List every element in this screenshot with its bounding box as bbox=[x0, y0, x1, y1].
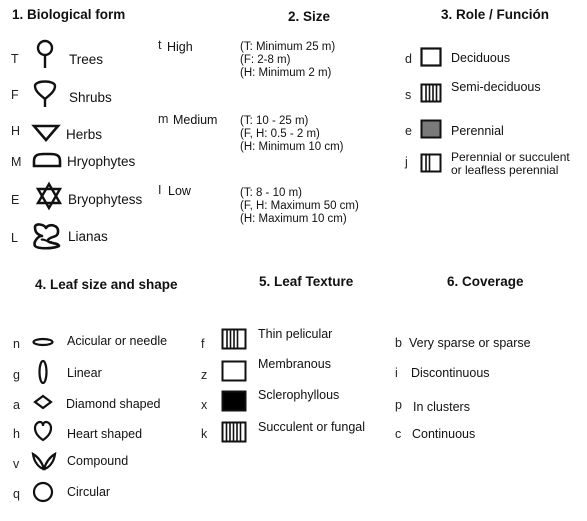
bio-form-title: 1. Biological form bbox=[12, 7, 126, 22]
size-code-medium: m bbox=[158, 112, 169, 126]
leaf-texture-label-succulent: Succulent or fungal bbox=[258, 420, 366, 434]
size-label-low: Low bbox=[168, 184, 191, 198]
bio-form-code-herbs: H bbox=[11, 124, 21, 138]
leaf-shape-label-circular: Circular bbox=[67, 485, 111, 499]
black-square-icon bbox=[221, 390, 247, 412]
leaf-shape-label-diamond: Diamond shaped bbox=[66, 397, 161, 411]
shrub-icon bbox=[33, 80, 57, 107]
leaf-shape-code-linear: g bbox=[13, 368, 20, 382]
size-note-high-2: (F: 2-8 m) bbox=[240, 54, 291, 66]
leaf-shape-label-heart: Heart shaped bbox=[67, 427, 143, 441]
size-note-low-1: (T: 8 - 10 m) bbox=[240, 187, 302, 199]
leaf-texture-title: 5. Leaf Texture bbox=[259, 274, 354, 289]
size-note-medium-3: (H: Minimum 10 cm) bbox=[240, 141, 344, 153]
role-code-deciduous: d bbox=[405, 52, 412, 66]
liana-icon bbox=[33, 223, 61, 250]
role-code-semideciduous: s bbox=[405, 88, 412, 102]
bio-form-code-shrubs: F bbox=[11, 88, 19, 102]
bio-form-code-trees: T bbox=[11, 52, 19, 66]
bio-form-code-lianas: L bbox=[11, 231, 18, 245]
leaf-texture-code-membranous: z bbox=[201, 368, 208, 382]
heart-leaf-icon bbox=[33, 420, 53, 442]
size-note-high-3: (H: Minimum 2 m) bbox=[240, 67, 332, 79]
bio-form-label-bryophytes: Bryophytess bbox=[68, 192, 143, 207]
gray-square-icon bbox=[420, 119, 442, 139]
coverage-code-continuous: c bbox=[395, 427, 402, 441]
role-label-semideciduous: Semi-deciduous bbox=[451, 80, 541, 94]
role-title: 3. Role / Función bbox=[441, 7, 550, 22]
role-label-succulent: Perennial or succulent bbox=[451, 150, 570, 164]
dense-striped-square-icon bbox=[221, 421, 247, 443]
size-note-low-3: (H: Maximum 10 cm) bbox=[240, 213, 347, 225]
leaf-texture-code-pelicular: f bbox=[201, 337, 205, 351]
linear-leaf-icon bbox=[38, 359, 48, 385]
size-code-low: I bbox=[158, 183, 162, 197]
bryophyte-star-icon bbox=[35, 181, 63, 211]
leaf-texture-code-sclerophyllous: x bbox=[201, 398, 208, 412]
compound-leaf-icon bbox=[31, 451, 57, 471]
half-striped-square-icon bbox=[420, 153, 442, 173]
leaf-shape-label-linear: Linear bbox=[67, 366, 102, 380]
role-code-succulent: j bbox=[405, 155, 408, 169]
size-label-high: High bbox=[167, 40, 193, 54]
role-label-deciduous: Deciduous bbox=[451, 51, 511, 65]
leaf-shape-code-needle: n bbox=[13, 337, 20, 351]
coverage-label-sparse: Very sparse or sparse bbox=[409, 336, 531, 350]
empty-square-icon bbox=[420, 47, 442, 67]
coverage-code-sparse: b bbox=[395, 336, 402, 350]
role-label-perennial: Perennial bbox=[451, 124, 504, 138]
bio-form-code-hryophytes: M bbox=[11, 155, 22, 169]
role-code-perennial: e bbox=[405, 124, 412, 138]
circle-leaf-icon bbox=[32, 481, 54, 503]
leaf-shape-title: 4. Leaf size and shape bbox=[35, 277, 178, 292]
hryophyte-icon bbox=[32, 152, 62, 168]
size-code-high: t bbox=[158, 38, 162, 52]
coverage-code-clusters: p bbox=[395, 398, 402, 412]
size-note-high-1: (T: Minimum 25 m) bbox=[240, 41, 336, 53]
size-note-medium-2: (F, H: 0.5 - 2 m) bbox=[240, 128, 320, 140]
leaf-texture-label-pelicular: Thin pelicular bbox=[258, 327, 333, 341]
leaf-shape-label-needle: Acicular or needle bbox=[67, 334, 168, 348]
size-label-medium: Medium bbox=[173, 113, 218, 127]
tree-icon bbox=[36, 39, 54, 68]
leaf-texture-code-succulent: k bbox=[201, 427, 208, 441]
coverage-label-clusters: In clusters bbox=[413, 400, 470, 414]
size-title: 2. Size bbox=[288, 9, 331, 24]
leaf-texture-label-sclerophyllous: Sclerophyllous bbox=[258, 388, 340, 402]
leaf-shape-code-circular: q bbox=[13, 487, 20, 501]
size-note-medium-1: (T: 10 - 25 m) bbox=[240, 115, 309, 127]
leaf-shape-code-diamond: a bbox=[13, 398, 20, 412]
needle-leaf-icon bbox=[32, 337, 54, 347]
bio-form-label-lianas: Lianas bbox=[68, 229, 108, 244]
bio-form-label-trees: Trees bbox=[69, 52, 104, 67]
coverage-label-discontinuous: Discontinuous bbox=[411, 366, 490, 380]
striped-square-icon bbox=[420, 83, 442, 103]
herb-icon bbox=[31, 124, 61, 142]
role-label-succulent-2: or leafless perennial bbox=[451, 163, 559, 177]
bio-form-label-hryophytes: Hryophytes bbox=[67, 154, 136, 169]
diamond-leaf-icon bbox=[33, 394, 53, 410]
bio-form-code-bryophytes: E bbox=[11, 193, 20, 207]
striped-square-icon bbox=[221, 328, 247, 350]
coverage-title: 6. Coverage bbox=[447, 274, 524, 289]
leaf-shape-label-compound: Compound bbox=[67, 454, 129, 468]
size-note-low-2: (F, H: Maximum 50 cm) bbox=[240, 200, 359, 212]
bio-form-label-shrubs: Shrubs bbox=[69, 90, 112, 105]
leaf-shape-code-heart: h bbox=[13, 427, 20, 441]
coverage-label-continuous: Continuous bbox=[412, 427, 476, 441]
bio-form-label-herbs: Herbs bbox=[66, 127, 103, 142]
empty-square-icon bbox=[221, 360, 247, 382]
leaf-texture-label-membranous: Membranous bbox=[258, 357, 331, 371]
coverage-code-discontinuous: i bbox=[395, 366, 398, 380]
leaf-shape-code-compound: v bbox=[13, 457, 20, 471]
